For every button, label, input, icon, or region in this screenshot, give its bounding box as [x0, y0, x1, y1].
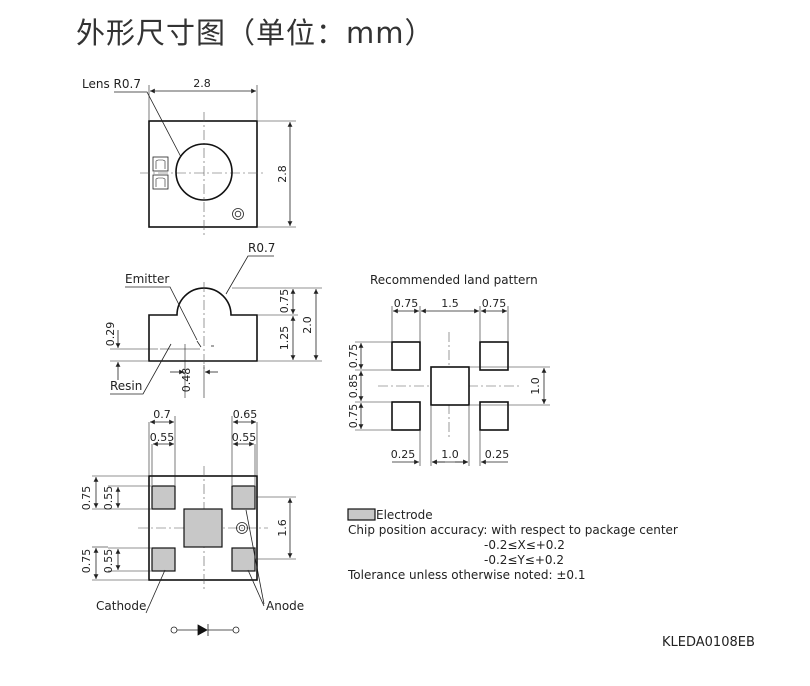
dim-029: 0.29: [104, 322, 117, 347]
land-right-dim: 1.0: [529, 377, 542, 395]
lens-circle: [175, 143, 233, 201]
x-tolerance: -0.2≤X≤+0.2: [484, 538, 565, 552]
pad-top-left: [151, 485, 176, 510]
land-bottom-dim-center: 1.0: [441, 448, 459, 461]
dim-bottom-16: 1.6: [276, 519, 289, 537]
top-width-dim: 2.8: [193, 77, 211, 90]
pad-center: [183, 508, 223, 548]
land-pad-top-right: [479, 341, 509, 371]
land-top-dim-right: 0.75: [482, 297, 507, 310]
dim-left-055-a: 0.55: [102, 486, 115, 511]
electrode-legend-swatch: [347, 508, 376, 521]
polarity-mark-bottom-icon: [236, 522, 248, 534]
dim-bottom-07: 0.7: [153, 408, 171, 421]
chip-mark-lower: [152, 174, 169, 190]
anode-label: Anode: [266, 599, 304, 613]
r07-label: R0.7: [248, 241, 275, 255]
top-view-body: [148, 120, 258, 228]
land-pad-center: [430, 366, 470, 406]
resin-label: Resin: [110, 379, 142, 393]
top-height-dim: 2.8: [276, 165, 289, 183]
lens-label: Lens R0.7: [82, 77, 141, 91]
land-bottom-dim-right: 0.25: [485, 448, 510, 461]
cathode-label: Cathode: [96, 599, 146, 613]
emitter-label: Emitter: [125, 272, 169, 286]
land-top-dim-center: 1.5: [441, 297, 459, 310]
dim-bottom-055-left: 0.55: [150, 431, 175, 444]
dim-side-075: 0.75: [278, 289, 291, 314]
side-view-body: [148, 287, 258, 362]
land-pad-bottom-left: [391, 401, 421, 431]
drawing-code: KLEDA0108EB: [662, 635, 755, 650]
land-pattern-title: Recommended land pattern: [370, 273, 538, 287]
land-left-dim-top: 0.75: [347, 344, 360, 369]
dim-048: 0.48: [180, 368, 193, 393]
land-bottom-dim-left: 0.25: [391, 448, 416, 461]
pad-bottom-right: [231, 547, 256, 572]
chip-mark-upper: [152, 156, 169, 172]
land-left-dim-mid: 0.85: [347, 374, 360, 399]
dim-left-055-b: 0.55: [102, 549, 115, 574]
land-pattern: Recommended land pattern 0.75 1.5 0.75 0…: [347, 273, 550, 466]
electrode-legend-label: Electrode: [376, 508, 433, 522]
side-view: Emitter R0.7 Resin 0.29 0.48 0.75 1.25 2…: [104, 241, 322, 398]
dim-left-075-b: 0.75: [80, 549, 93, 574]
dim-left-075-a: 0.75: [80, 486, 93, 511]
general-tolerance-note: Tolerance unless otherwise noted: ±0.1: [348, 568, 586, 582]
y-tolerance: -0.2≤Y≤+0.2: [484, 553, 564, 567]
land-pad-top-left: [391, 341, 421, 371]
dim-bottom-065: 0.65: [233, 408, 258, 421]
top-view: 2.8 2.8 Lens R0.7: [82, 77, 296, 236]
page-title: 外形尺寸图（单位：mm）: [76, 16, 435, 50]
polarity-mark-icon: [232, 208, 244, 220]
bottom-view: 0.7 0.55 0.65 0.55 0.75 0.55 0.75 0.55 1…: [80, 408, 304, 614]
notes: Electrode Chip position accuracy: with r…: [348, 508, 678, 583]
dim-side-20: 2.0: [301, 316, 314, 334]
land-left-dim-bottom: 0.75: [347, 404, 360, 429]
pad-bottom-left: [151, 547, 176, 572]
bottom-view-body: [148, 475, 258, 581]
chip-position-note: Chip position accuracy: with respect to …: [348, 523, 678, 537]
pad-top-right: [231, 485, 256, 510]
diode-symbol-icon: [170, 624, 240, 636]
dim-side-125: 1.25: [278, 326, 291, 351]
land-top-dim-left: 0.75: [394, 297, 419, 310]
dim-bottom-055-right: 0.55: [232, 431, 257, 444]
land-pad-bottom-right: [479, 401, 509, 431]
